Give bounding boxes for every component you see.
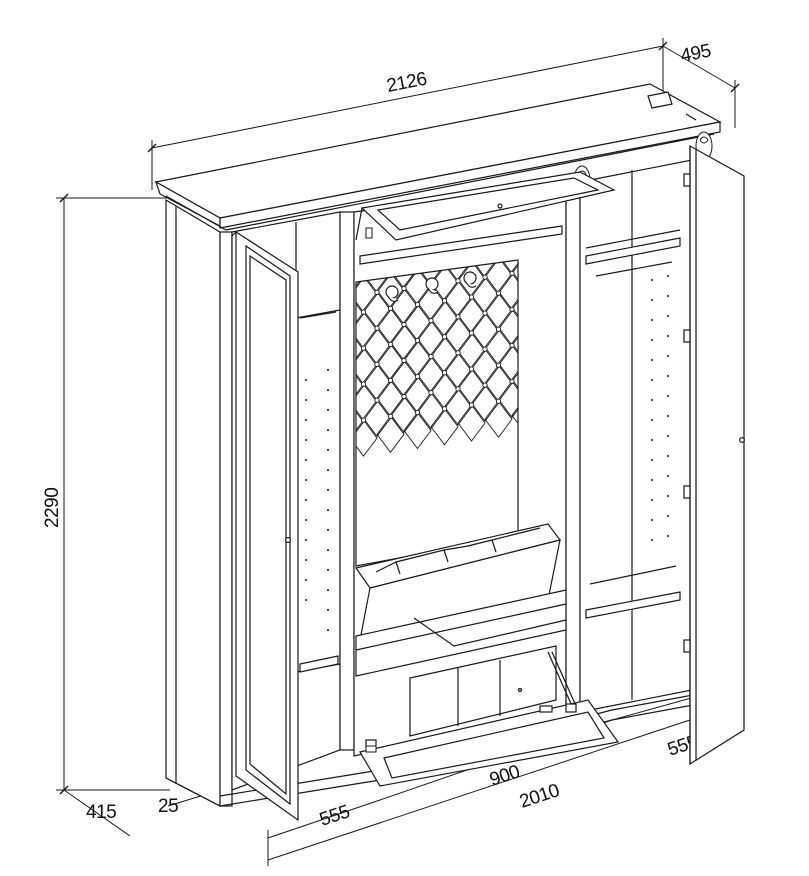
tuft-diamond [356, 331, 365, 369]
tuft-button [441, 406, 448, 412]
tuft-button [387, 305, 394, 311]
tuft-button [468, 366, 475, 372]
tuft-button [455, 350, 461, 356]
lower-compartments [409, 645, 557, 737]
hook [385, 285, 399, 302]
tuft-diamond [511, 360, 518, 399]
tuft-button [482, 274, 488, 280]
label-base-width: 2010 [517, 780, 562, 812]
bench-seat [354, 523, 562, 641]
tuft-button [482, 382, 488, 388]
label-side-depth: 415 [86, 802, 116, 823]
tuft-button [468, 294, 475, 300]
tuft-button [509, 378, 515, 384]
tuft-diamond [443, 388, 473, 426]
coat-hooks [385, 271, 477, 302]
tuft-diamond [511, 288, 518, 327]
tuft-diamond [497, 380, 518, 419]
tuft-diamond [457, 404, 486, 442]
hook [425, 277, 439, 294]
label-overall-width: 2126 [385, 69, 429, 97]
tuft-button [455, 278, 461, 284]
tuft-button [441, 334, 448, 340]
hook [463, 271, 477, 288]
tuft-diamond [430, 408, 459, 446]
tuft-diamond [356, 403, 365, 441]
tuft-diamond [484, 400, 513, 438]
tuft-diamond [416, 391, 446, 430]
tuft-diamond [511, 260, 518, 291]
tuft-button [455, 314, 461, 320]
tuft-diamond [403, 411, 432, 450]
tuft-button [428, 318, 434, 324]
tuft-button [374, 361, 380, 367]
tuft-button [428, 390, 434, 396]
cornice [154, 83, 722, 231]
tufted-panel [355, 259, 519, 567]
tuft-button [495, 290, 502, 296]
tuft-button [374, 289, 380, 295]
label-overall-height: 2290 [42, 488, 63, 528]
tuft-diamond [356, 419, 378, 457]
tuft-diamond [356, 367, 365, 405]
tuft-button [401, 393, 407, 400]
tuft-button [374, 397, 380, 403]
label-center-module: 900 [487, 761, 522, 790]
tuft-button [455, 386, 461, 392]
tuft-diamond [362, 399, 392, 437]
tuft-button [468, 330, 475, 336]
tuft-button [428, 354, 434, 360]
tuft-button [401, 321, 407, 328]
right-door [683, 144, 745, 766]
tuft-diamond [470, 384, 500, 422]
tuft-diamond [511, 324, 518, 363]
tuft-button [414, 337, 421, 344]
tuft-diamond [376, 415, 405, 454]
tuft-button [414, 373, 421, 380]
tuft-button [509, 342, 515, 348]
tuft-button [401, 285, 407, 292]
tuft-button [360, 309, 367, 315]
center-top-flap [355, 171, 616, 241]
shelf-pin-holes [305, 275, 669, 631]
tuft-button [414, 409, 421, 416]
tuft-button [387, 341, 394, 347]
tuft-button [509, 306, 515, 312]
tuft-button [468, 402, 475, 408]
tuft-button [360, 417, 367, 423]
tuft-button [482, 310, 488, 316]
shoe-shelf [355, 589, 567, 677]
tuft-button [401, 357, 407, 364]
tuft-button [414, 301, 421, 308]
tuft-button [495, 398, 502, 404]
tuft-button [441, 370, 448, 376]
tuft-button [482, 346, 488, 352]
tuft-button [360, 381, 367, 387]
left-door [231, 230, 299, 822]
label-depth-top: 495 [679, 41, 713, 67]
tuft-button [495, 362, 502, 368]
label-plinth: 25 [158, 796, 178, 817]
center-top-shelf [359, 225, 563, 265]
tuft-button [495, 326, 502, 332]
tuft-button [374, 325, 380, 331]
label-left-module: 555 [317, 801, 352, 830]
hinges-left [365, 227, 377, 753]
tuft-button [360, 345, 367, 351]
tuft-diamond [511, 396, 518, 435]
tuft-button [441, 298, 448, 304]
tuft-button [509, 270, 515, 276]
tuft-diamond [389, 395, 419, 434]
tuft-button [387, 377, 394, 383]
tuft-button [387, 413, 394, 419]
tuft-diamond [356, 295, 365, 333]
